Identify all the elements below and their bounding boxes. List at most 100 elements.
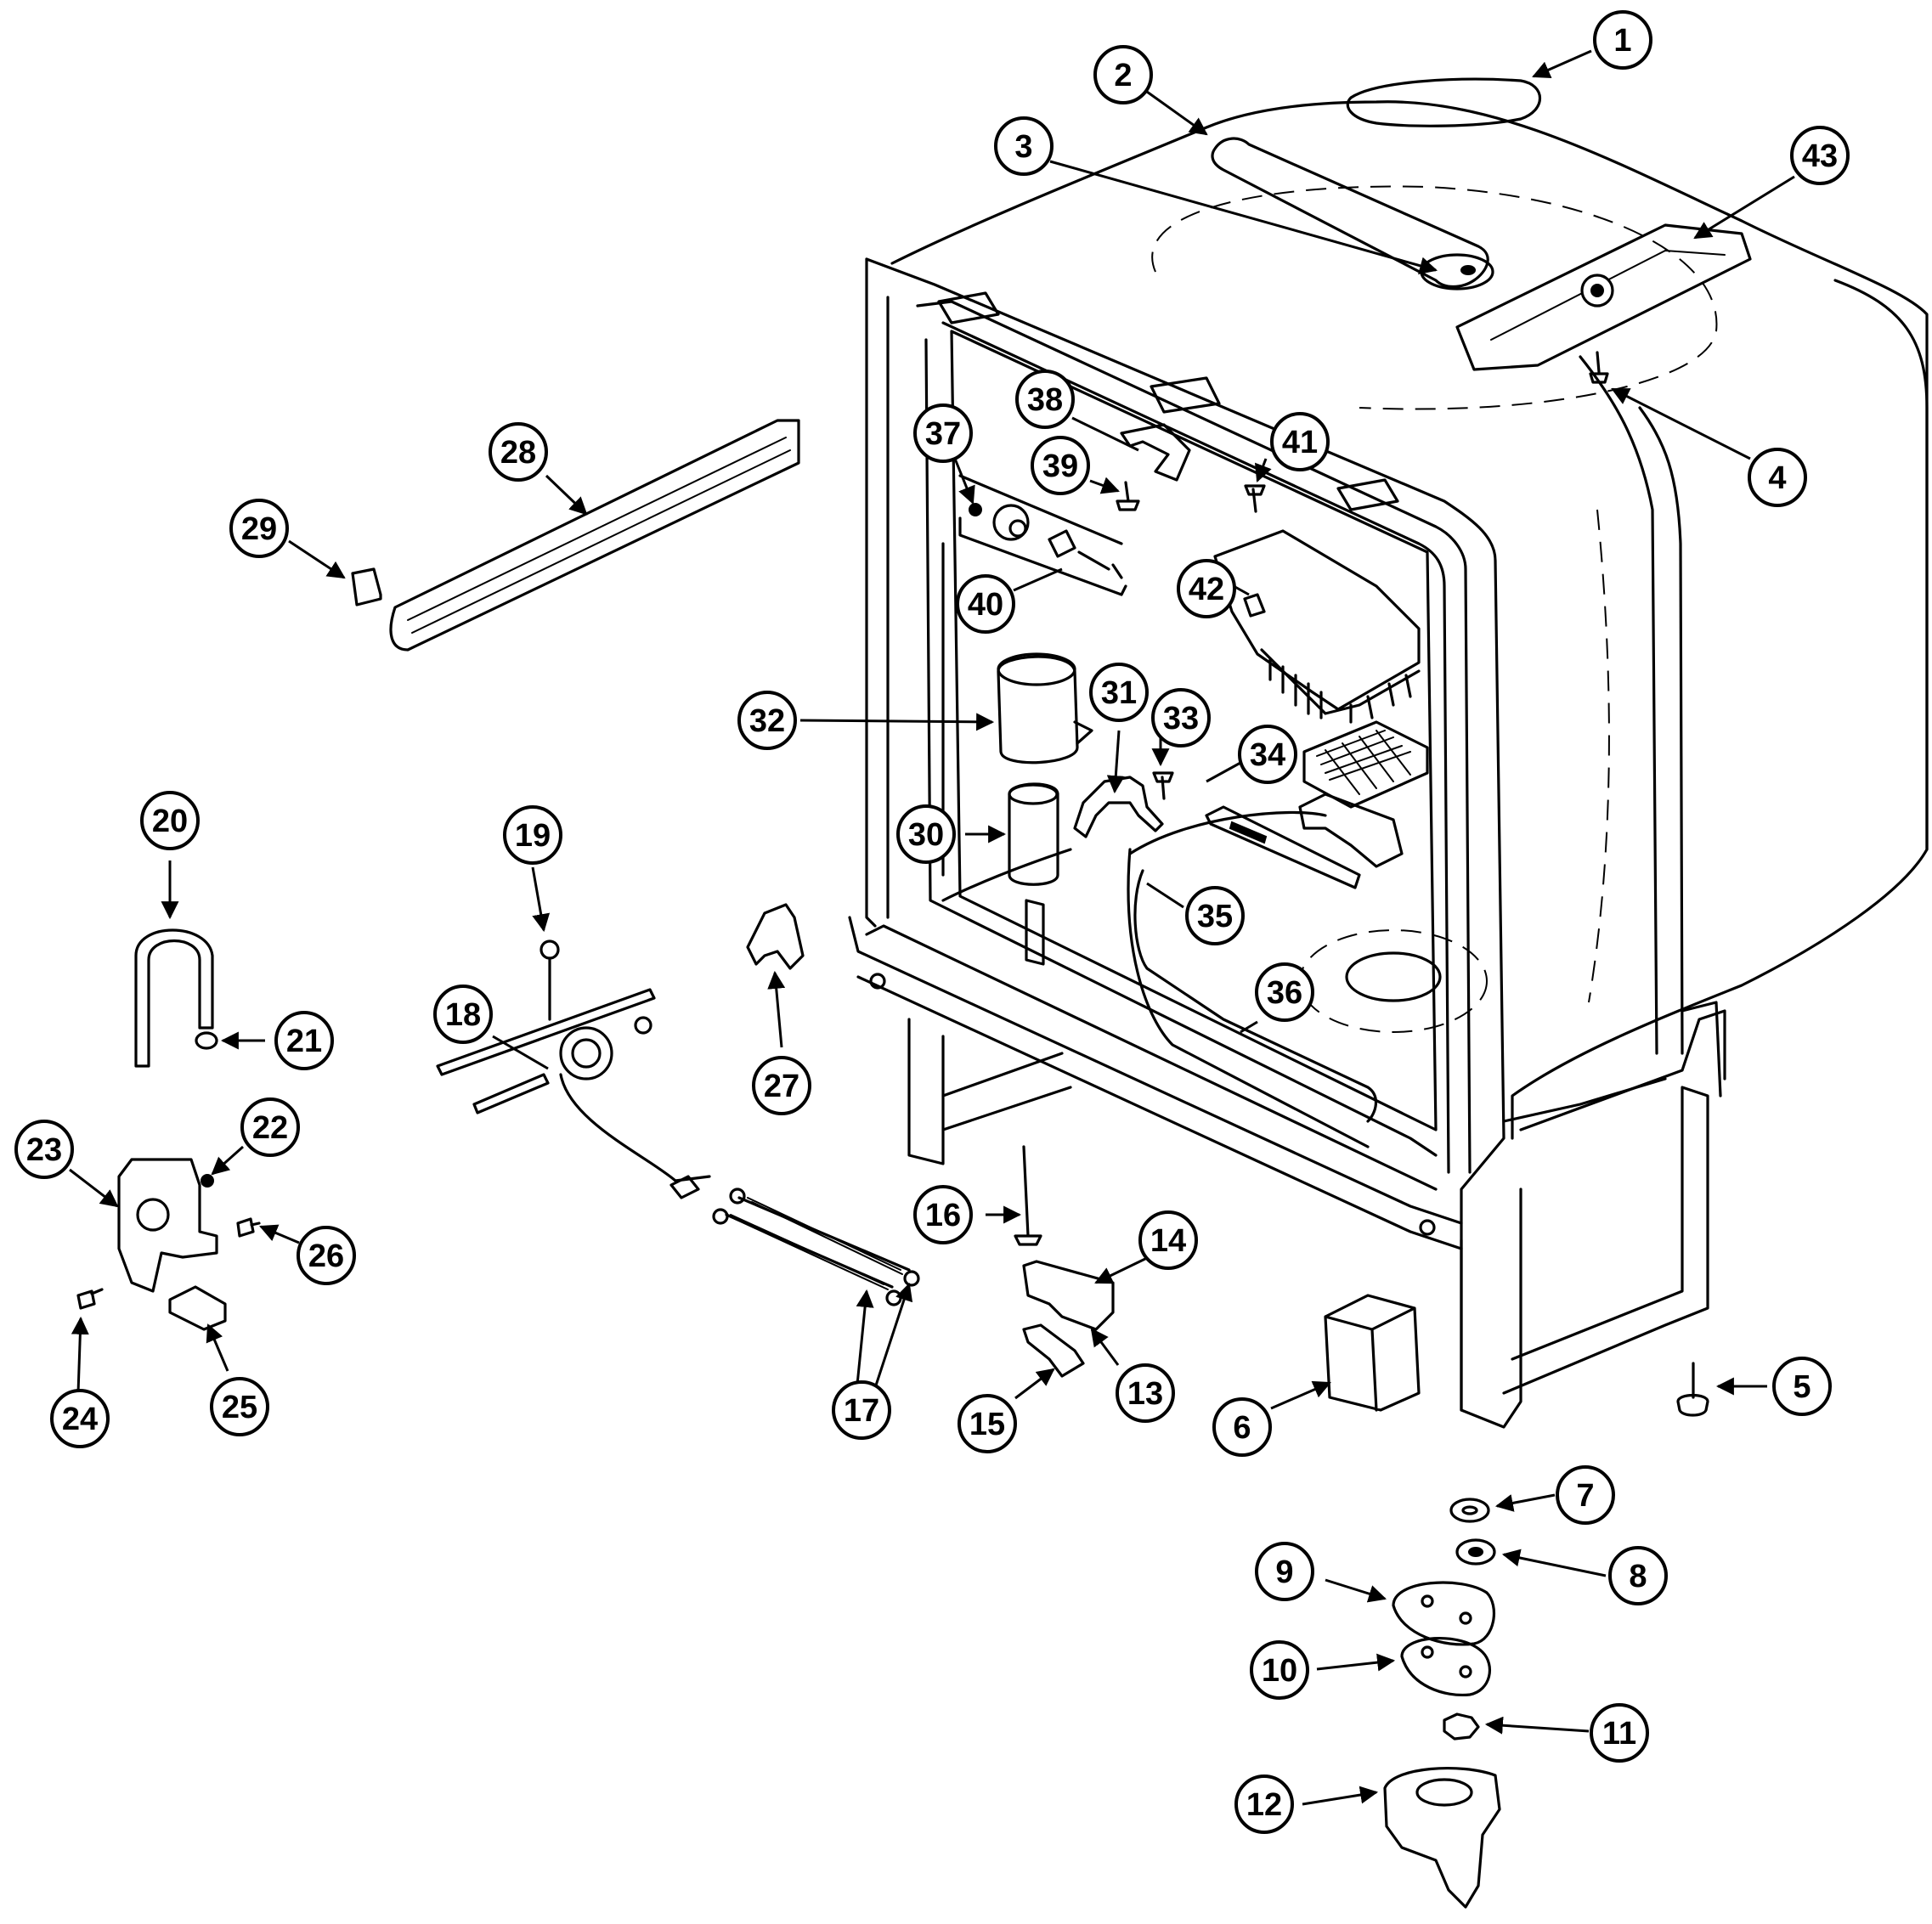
callout-number: 7 [1576,1478,1594,1514]
callout-number: 16 [925,1198,961,1233]
callout-27: 27 [752,1056,811,1115]
part-43-bracket-inner [1490,249,1726,341]
callout-circle [1212,1397,1272,1457]
callout-number: 18 [445,997,481,1033]
callout-number: 23 [26,1132,62,1168]
callout-43: 43 [1790,126,1850,185]
callout-40: 40 [956,574,1015,634]
part-19-eyelet [539,939,560,960]
rear-bracket-corner [1681,1001,1722,1097]
callout-16: 16 [913,1185,973,1244]
part-42-dispenser-fins [1260,648,1421,724]
part-14-switch [1022,1260,1115,1331]
callout-2: 2 [1093,45,1153,104]
part-34-rack [1302,720,1429,809]
callout-circle [913,1185,973,1244]
callout-number: 42 [1189,572,1224,607]
callout-circle [1608,1546,1668,1605]
part-32-cylinder-tab [1073,720,1093,745]
callout-number: 41 [1282,425,1318,460]
tub-outer-shell [890,100,1929,1140]
part-25-block [168,1285,227,1331]
callout-number: 17 [844,1393,879,1429]
callout-circle [1015,370,1075,429]
door-opening-inner-left [924,338,1438,1157]
callout-number: 20 [152,804,188,839]
part-15-clip [1022,1323,1085,1378]
top-clip-center [1150,376,1221,414]
part-18-pulley-inner [571,1038,602,1069]
tub-top-hump [1346,77,1542,127]
part-31-bracket [1073,776,1164,838]
callout-circle [1185,886,1245,945]
part-23-valve-port [136,1198,170,1232]
callout-35: 35 [1185,886,1245,945]
callout-number: 38 [1027,382,1063,418]
part-21-cap [195,1031,218,1050]
callout-number: 43 [1802,138,1838,174]
part-12-foot [1383,1766,1501,1909]
part-32-cylinder-top [997,652,1076,686]
part-18-bracket [436,988,656,1076]
callout-circle [1138,1210,1198,1270]
base-rail-screw-right [1419,1219,1436,1236]
callout-circle [1250,1640,1309,1700]
callout-26: 26 [297,1226,356,1285]
callout-number: 2 [1114,58,1132,93]
callout-circle [1790,126,1850,185]
part-43-bracket-hub-center [1590,284,1604,297]
part-17-springs [712,1188,920,1306]
callout-circle [1255,1542,1314,1601]
callout-circle [896,804,956,864]
callout-number: 33 [1163,701,1199,736]
callout-19: 19 [503,805,562,865]
tub-side-panel-edge-inner [1638,406,1684,1055]
callout-31: 31 [1089,663,1149,722]
callout-6: 6 [1212,1397,1272,1457]
part-10-plate-hole-2 [1459,1665,1472,1679]
callout-number: 10 [1262,1653,1297,1689]
callout-circle [913,403,973,463]
callout-circle [1593,10,1652,70]
part-28-rail [389,419,800,652]
part-19-cable-end [669,1175,700,1199]
callout-8: 8 [1608,1546,1668,1605]
callout-number: 24 [62,1402,98,1437]
part-20-hose [134,928,214,1068]
callout-circle [994,116,1054,176]
part-35-bar [1205,805,1361,889]
part-8-washer-hole [1468,1547,1483,1557]
part-16-bolt [1014,1145,1042,1246]
callout-28: 28 [489,422,548,482]
callout-24: 24 [50,1389,110,1448]
base-rail-screw-left [869,973,886,990]
callout-number: 15 [969,1407,1005,1442]
callout-20: 20 [140,791,200,850]
callout-7: 7 [1556,1465,1615,1525]
floor-left-edge [941,848,1072,902]
callout-21: 21 [274,1011,334,1070]
part-12-foot-socket [1415,1778,1473,1807]
callout-11: 11 [1590,1703,1649,1763]
callout-number: 29 [241,511,277,547]
upper-rack-rail [958,474,1123,545]
sump-dashed-ring [1299,929,1488,1033]
part-6-box [1324,1294,1421,1412]
callout-number: 26 [308,1238,344,1274]
callout-circle [956,574,1015,634]
callout-circle [240,1097,300,1157]
callout-circle [1093,45,1153,104]
callout-number: 19 [515,818,551,854]
part-24-screw [76,1288,104,1310]
base-rail-front [848,916,1463,1225]
part-38-clip [1120,423,1191,482]
part-23-valve-body [117,1158,218,1293]
callout-number: 21 [286,1024,322,1059]
callout-number: 36 [1267,975,1302,1011]
callout-circle [1748,448,1807,507]
callout-circle [14,1120,74,1179]
part-4-screw [1589,351,1609,384]
front-frame-inner-top-2 [941,321,1450,1174]
